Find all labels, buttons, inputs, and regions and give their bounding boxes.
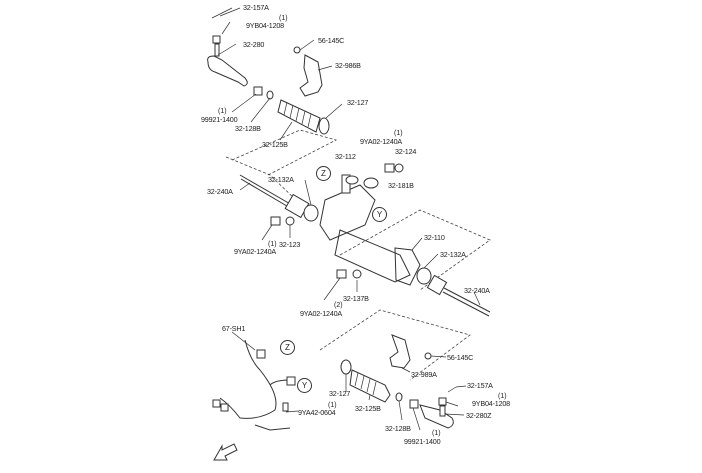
label-top-lock-nut-qty: (1): [218, 108, 227, 115]
left-fitting-drawing: [270, 216, 295, 226]
callout-y-harness: Y: [297, 378, 312, 393]
bottom-boot-clamp-drawing: [340, 359, 352, 375]
top-clip-drawing: [266, 90, 274, 100]
bottom-tie-rod-end-drawing: [419, 386, 457, 429]
label-top-boot-clamp: 32-127: [347, 98, 369, 107]
label-top-bracket: 32-986B: [335, 61, 361, 70]
label-upper-bolt-qty: (1): [394, 130, 403, 137]
label-left-tie-rod: 32-240A: [207, 187, 233, 196]
label-harness-bolt-qty: (1): [328, 402, 337, 409]
label-bottom-lock-nut-qty: (1): [432, 430, 441, 437]
label-bottom-tie-rod-end: 32-280Z: [466, 411, 492, 420]
fwd-arrow-icon: [213, 443, 238, 461]
left-rod-outline: [225, 156, 297, 201]
label-harness: 67-SH1: [222, 324, 246, 333]
label-right-tie-rod: 32-240A: [464, 286, 490, 295]
label-harness-bolt: 9YA42-0604: [298, 408, 336, 417]
label-lower-washer: 32-137B: [343, 294, 369, 303]
label-lower-fitting-bolt: 9YA02-1240A: [300, 309, 343, 318]
top-assembly-outline: [231, 129, 338, 176]
label-bottom-lock-nut: 99921-1400: [404, 437, 441, 446]
callout-z-harness: Z: [280, 340, 295, 355]
label-left-rack-seal: 32-132A: [268, 175, 294, 184]
label-left-washer: 32-123: [279, 240, 301, 249]
label-bottom-nut-qty: (1): [498, 393, 507, 400]
label-pinion-seal: 32-112: [335, 152, 356, 161]
hose-clamp-drawing: [363, 177, 379, 189]
label-bottom-tie-rod-nut: 9YB04-1208: [472, 399, 510, 408]
top-lock-nut-drawing: [253, 86, 263, 96]
label-top-nut-qty: (1): [279, 15, 288, 22]
lower-fitting-drawing: [336, 269, 362, 279]
label-bottom-boot: 32-125B: [355, 404, 381, 413]
right-tie-rod-drawing: [426, 274, 491, 317]
bottom-lock-nut-drawing: [409, 399, 419, 409]
label-top-clip: 32-128B: [235, 124, 261, 133]
top-boot-drawing: [277, 99, 321, 133]
label-top-boot: 32-125B: [262, 140, 288, 149]
label-top-tie-rod-nut: 9YB04-1208: [246, 21, 284, 30]
bottom-bracket-drawing: [389, 334, 411, 369]
left-tie-rod-drawing: [239, 174, 310, 219]
bottom-assembly-outline: [319, 309, 471, 381]
callout-y-main: Y: [372, 207, 387, 222]
right-rack-seal-drawing: [416, 267, 432, 285]
label-hose-clamp: 32-181B: [388, 181, 414, 190]
label-upper-washer: 32-124: [395, 147, 417, 156]
middle-assembly-outline: [339, 209, 491, 291]
label-top-bracket-bolt: 56-145C: [318, 36, 345, 45]
left-rack-seal-drawing: [303, 204, 319, 222]
harness-drawing: [212, 339, 296, 431]
gear-housing-drawing: [319, 174, 421, 286]
label-bottom-bracket-bolt: 56-145C: [447, 353, 474, 362]
leader-lines: [217, 7, 481, 431]
label-top-tie-rod-end: 32-280: [243, 40, 265, 49]
label-bottom-bracket: 32-989A: [411, 370, 437, 379]
label-right-rack-seal: 32-132A: [440, 250, 466, 259]
label-bottom-boot-clamp: 32-127: [329, 389, 351, 398]
top-bracket-bolt-drawing: [293, 46, 301, 54]
label-bottom-cotter-pin: 32-157A: [467, 381, 493, 390]
label-left-bolt-qty: (1): [268, 241, 277, 248]
top-bracket-drawing: [299, 54, 323, 97]
bottom-bracket-bolt-drawing: [424, 352, 432, 360]
label-gear-housing: 32-110: [424, 233, 445, 242]
bottom-clip-drawing: [395, 392, 403, 402]
callout-z-main: Z: [316, 166, 331, 181]
label-top-cotter-pin: 32-157A: [243, 3, 269, 12]
label-upper-fitting-bolt: 9YA02-1240A: [360, 137, 403, 146]
top-boot-clamp-drawing: [318, 117, 330, 135]
upper-fitting-drawing: [384, 163, 404, 173]
label-lower-bolt-qty: (2): [334, 302, 343, 309]
bottom-boot-drawing: [349, 369, 391, 403]
label-left-fitting-bolt: 9YA02-1240A: [234, 247, 277, 256]
pinion-seal-drawing: [345, 175, 359, 185]
label-bottom-clip: 32-128B: [385, 424, 411, 433]
top-tie-rod-end-drawing: [207, 7, 248, 87]
label-top-lock-nut: 99921-1400: [201, 115, 238, 124]
